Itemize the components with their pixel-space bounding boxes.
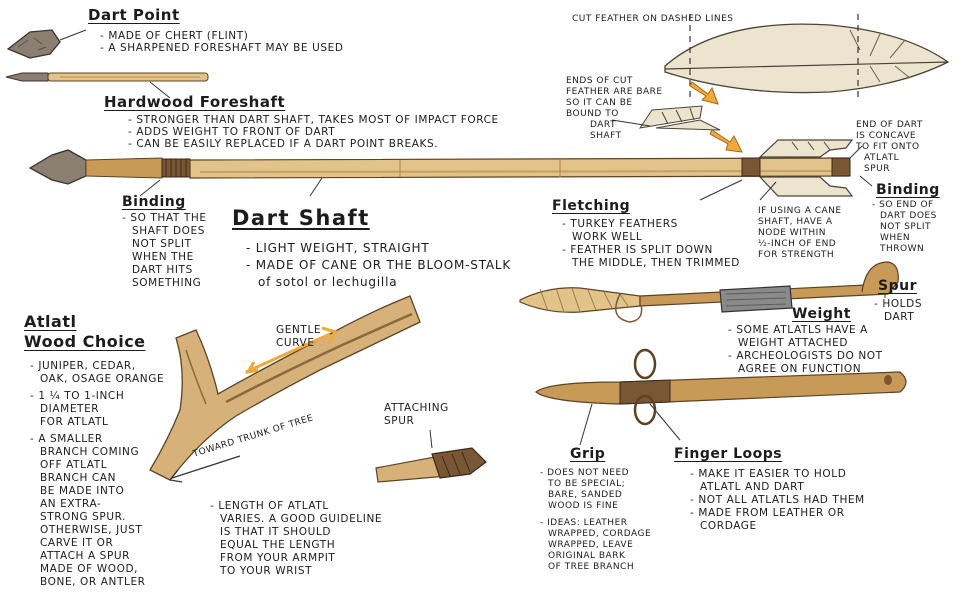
dart-shaft-title: Dart Shaft bbox=[232, 206, 370, 230]
foreshaft-line: - Stronger than dart shaft, takes most o… bbox=[128, 114, 499, 126]
foreshaft-illustration bbox=[5, 72, 209, 82]
gentle-curve-arrow bbox=[245, 326, 339, 374]
attaching-spur-label: AttachingSpur bbox=[384, 402, 449, 427]
gentle-curve-label: GentleCurve bbox=[276, 324, 322, 349]
foreshaft-title: Hardwood Foreshaft bbox=[104, 93, 286, 111]
spur-text: - Holdsdart bbox=[874, 298, 923, 323]
spur-title: Spur bbox=[878, 278, 917, 294]
dart-point-line: - Made of chert (flint) bbox=[100, 30, 249, 42]
cut-feather-label: Cut feather on dashed lines bbox=[572, 14, 734, 24]
binding-right-title: Binding bbox=[876, 182, 940, 198]
cane-note-text: If using a caneshaft, have anode within½… bbox=[758, 206, 842, 260]
binding-right-text: - So end ofdart doesnot splitwhenthrown bbox=[872, 200, 937, 254]
binding-left-text: - So that theshaft doesnot splitwhen the… bbox=[122, 212, 207, 289]
binding-left-title: Binding bbox=[122, 194, 186, 210]
atlatl-wood-title-1: Atlatl bbox=[24, 312, 77, 331]
dart-point-title: Dart Point bbox=[88, 6, 180, 24]
cut-feather-pieces bbox=[638, 105, 721, 131]
end-of-dart-text: End of dartis concaveto fit ontoatlatlsp… bbox=[856, 120, 923, 174]
branch-wood-illustration bbox=[149, 295, 421, 481]
grip-text: - Does not needto be special;bare, sande… bbox=[540, 468, 652, 572]
dart-point-illustration bbox=[6, 29, 61, 59]
length-note-text: - Length of atlatlvaries. A good guideli… bbox=[210, 500, 383, 577]
dart-illustration bbox=[28, 139, 854, 197]
finger-loops-title: Finger Loops bbox=[674, 446, 783, 462]
atlatl-wood-title-2: Wood Choice bbox=[24, 332, 146, 351]
dart-shaft-text: - Light weight, straight- Made of cane o… bbox=[246, 241, 512, 289]
atlatl-wood-text: - Juniper, cedar,oak, osage orange- 1 ¼ … bbox=[30, 360, 165, 588]
weight-title: Weight bbox=[792, 306, 851, 322]
foreshaft-line: - Can be easily replaced if a dart point… bbox=[128, 138, 439, 150]
foreshaft-line: - Adds weight to front of dart bbox=[128, 126, 336, 138]
fletching-title: Fletching bbox=[552, 198, 631, 214]
grip-title: Grip bbox=[570, 446, 606, 462]
weight-text: - Some atlatls have aweight attached- Ar… bbox=[728, 324, 883, 375]
atlatl-with-weight bbox=[519, 261, 899, 323]
leader-lines bbox=[59, 29, 886, 446]
finger-loops-text: - Make it easier to holdatlatl and dart-… bbox=[690, 468, 865, 532]
attaching-spur-illustration bbox=[375, 429, 487, 483]
toward-trunk-arrow bbox=[168, 455, 241, 483]
ends-cut-text: Ends of cutfeather are bareso it can beb… bbox=[566, 76, 663, 141]
feather-illustration bbox=[664, 14, 950, 100]
pointer-arrows bbox=[689, 81, 743, 153]
atlatl-with-finger-loops bbox=[535, 348, 907, 426]
fletching-text: - Turkey featherswork well- Feather is s… bbox=[562, 218, 740, 269]
dart-point-line: - A sharpened foreshaft may be used bbox=[100, 42, 344, 54]
